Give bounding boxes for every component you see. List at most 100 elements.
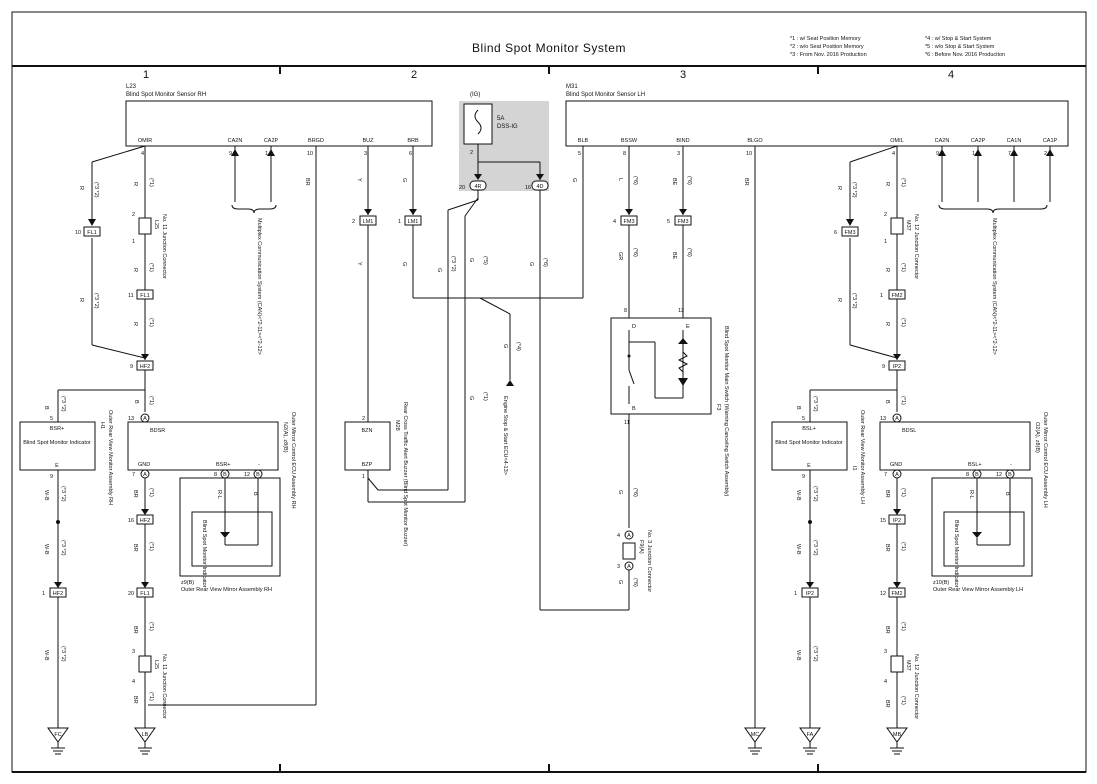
svg-text:9: 9 xyxy=(50,474,53,480)
svg-text:G: G xyxy=(401,262,407,266)
svg-text:G: G xyxy=(528,262,534,266)
svg-text:3: 3 xyxy=(677,151,680,157)
svg-text:FM3: FM3 xyxy=(624,219,635,225)
svg-text:A: A xyxy=(895,472,899,478)
svg-text:W-B: W-B xyxy=(795,490,801,501)
svg-text:BR: BR xyxy=(884,544,890,552)
svg-text:W-B: W-B xyxy=(43,650,49,661)
svg-text:B: B xyxy=(43,406,49,410)
svg-text:B: B xyxy=(884,400,890,404)
svg-text:20: 20 xyxy=(459,185,465,191)
svg-text:(*1): (*1) xyxy=(148,692,154,701)
svg-text:O2(A), z8(B): O2(A), z8(B) xyxy=(1034,422,1040,453)
svg-text:CA2P: CA2P xyxy=(971,138,986,144)
svg-text:IP2: IP2 xyxy=(893,518,901,524)
svg-text:(*3 *2): (*3 *2) xyxy=(60,396,66,412)
svg-text:M31: M31 xyxy=(566,84,578,90)
svg-text:(*1): (*1) xyxy=(148,178,154,187)
svg-text:IP2: IP2 xyxy=(806,591,814,597)
svg-text:A: A xyxy=(143,472,147,478)
svg-text:G: G xyxy=(468,258,474,262)
column-2: 2 xyxy=(411,69,417,81)
svg-text:BSL+: BSL+ xyxy=(968,462,982,468)
svg-text:5: 5 xyxy=(802,416,805,422)
svg-text:F3: F3 xyxy=(715,404,721,410)
svg-text:(*3 *2): (*3 *2) xyxy=(93,182,99,198)
svg-text:R: R xyxy=(78,298,84,302)
svg-text:15: 15 xyxy=(880,518,886,524)
svg-text:5: 5 xyxy=(578,151,581,157)
svg-text:R: R xyxy=(132,268,138,272)
svg-text:4: 4 xyxy=(617,533,620,539)
svg-text:(*3 *2): (*3 *2) xyxy=(60,646,66,662)
svg-text:BRB: BRB xyxy=(407,138,419,144)
svg-text:1: 1 xyxy=(794,591,797,597)
svg-text:M37: M37 xyxy=(905,660,911,671)
svg-text:OMIR: OMIR xyxy=(138,138,152,144)
ground-mb: MB xyxy=(886,727,908,755)
ground-lb: LB xyxy=(134,727,156,755)
svg-text:Y: Y xyxy=(356,262,362,266)
svg-text:Blind Spot Monitor Indicator: Blind Spot Monitor Indicator xyxy=(23,440,91,446)
svg-text:z10(B): z10(B) xyxy=(933,580,949,586)
wiring-column-1: FL1 10 R (*3 *2) R (*3 *2) 2 1 L25 No. 1… xyxy=(43,145,317,706)
svg-text:8: 8 xyxy=(214,472,217,478)
note-3: *3 : From Nov. 2016 Production xyxy=(790,52,867,58)
svg-text:BR: BR xyxy=(132,696,138,704)
svg-text:BSSW: BSSW xyxy=(621,138,638,144)
svg-text:FM3: FM3 xyxy=(845,230,856,236)
svg-text:(*4): (*4) xyxy=(515,342,521,351)
svg-text:Outer Rear View Monitor Assemb: Outer Rear View Monitor Assembly RH xyxy=(107,410,113,505)
svg-text:(*1): (*1) xyxy=(148,263,154,272)
svg-text:9: 9 xyxy=(882,364,885,370)
ground-fa: FA xyxy=(799,727,821,755)
svg-text:4: 4 xyxy=(141,151,144,157)
svg-text:(IG): (IG) xyxy=(470,92,480,98)
svg-text:R: R xyxy=(132,182,138,186)
svg-text:(*3 *2): (*3 *2) xyxy=(812,486,818,502)
svg-text:Outer Rear View Monitor Assemb: Outer Rear View Monitor Assembly LH xyxy=(859,410,865,504)
svg-text:E: E xyxy=(807,463,811,469)
sensor-rh-code: L23 xyxy=(126,84,137,90)
svg-text:BE: BE xyxy=(671,178,677,186)
svg-text:G: G xyxy=(571,178,577,182)
svg-text:BR: BR xyxy=(132,490,138,498)
svg-text:BR: BR xyxy=(884,626,890,634)
svg-text:HF2: HF2 xyxy=(140,364,150,370)
svg-text:CA2N: CA2N xyxy=(935,138,950,144)
svg-text:12: 12 xyxy=(678,308,684,314)
svg-text:W-B: W-B xyxy=(795,544,801,555)
svg-text:Engine Stop & Start ECU<4-13>: Engine Stop & Start ECU<4-13> xyxy=(502,396,508,475)
svg-text:FM2: FM2 xyxy=(892,293,903,299)
svg-text:6: 6 xyxy=(409,151,412,157)
svg-text:8: 8 xyxy=(966,472,969,478)
svg-text:BZP: BZP xyxy=(362,462,373,468)
svg-text:(*3 *2): (*3 *2) xyxy=(812,396,818,412)
svg-text:(*1): (*1) xyxy=(148,622,154,631)
svg-text:8: 8 xyxy=(624,308,627,314)
svg-text:7: 7 xyxy=(884,472,887,478)
note-2: *2 : w/o Seat Position Memory xyxy=(790,44,864,50)
svg-text:3: 3 xyxy=(617,564,620,570)
svg-text:M37: M37 xyxy=(905,220,911,231)
svg-text:(*1): (*1) xyxy=(900,696,906,705)
svg-text:R: R xyxy=(836,298,842,302)
svg-text:6: 6 xyxy=(834,230,837,236)
svg-text:2: 2 xyxy=(470,150,473,156)
svg-text:4: 4 xyxy=(884,679,887,685)
column-ruler: 1 2 3 4 xyxy=(143,66,954,772)
svg-text:R: R xyxy=(836,186,842,190)
svg-text:L25: L25 xyxy=(153,220,159,229)
svg-text:Rear Cross Traffic Alert Buzze: Rear Cross Traffic Alert Buzzer (Blind S… xyxy=(402,402,408,546)
svg-text:LM1: LM1 xyxy=(408,219,419,225)
svg-text:LB: LB xyxy=(142,732,149,738)
svg-text:CA1P: CA1P xyxy=(1043,138,1058,144)
svg-text:FL1: FL1 xyxy=(140,293,149,299)
svg-text:GND: GND xyxy=(890,462,902,468)
svg-text:D: D xyxy=(632,324,636,330)
svg-text:(*6): (*6) xyxy=(686,248,692,257)
svg-text:R: R xyxy=(884,182,890,186)
svg-text:B: B xyxy=(252,492,258,496)
svg-text:No. 3 Junction Connector: No. 3 Junction Connector xyxy=(646,530,652,592)
